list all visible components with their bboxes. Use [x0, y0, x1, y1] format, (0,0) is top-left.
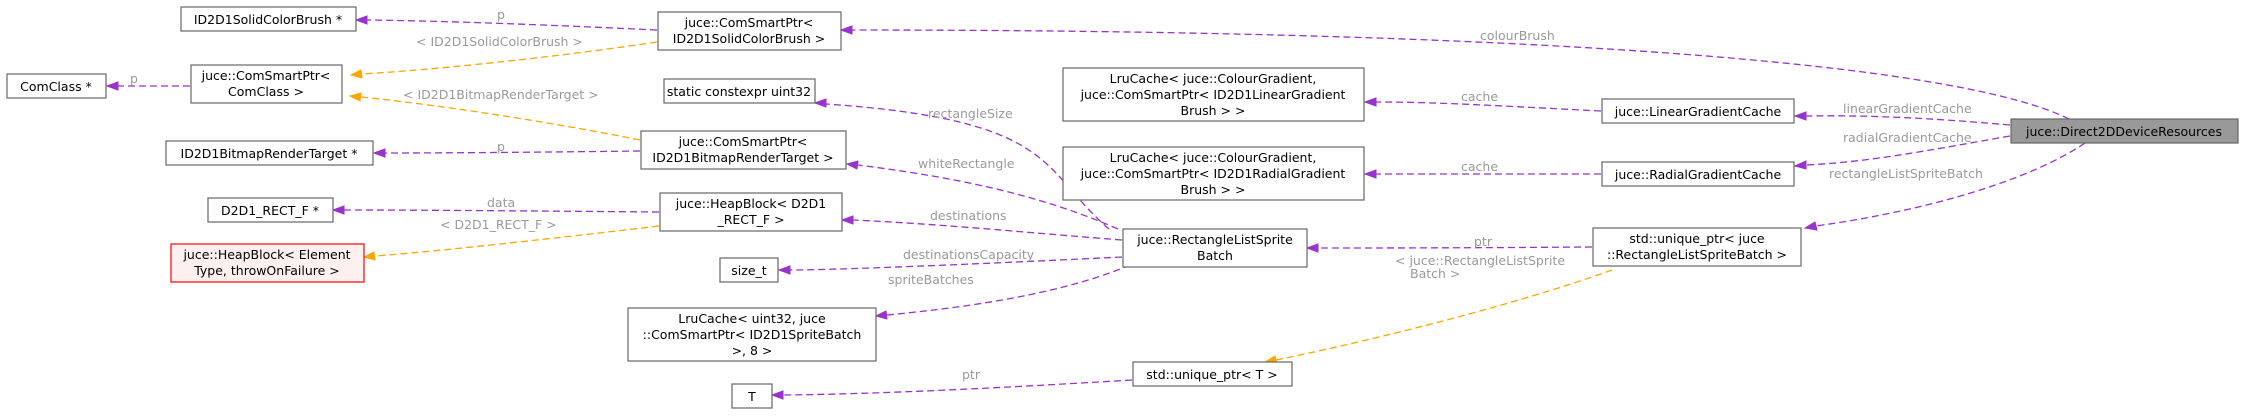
svg-text:LruCache< uint32, juce: LruCache< uint32, juce: [678, 311, 826, 326]
svg-text:size_t: size_t: [731, 263, 766, 278]
svg-text:LruCache< juce::ColourGradient: LruCache< juce::ColourGradient,: [1110, 150, 1317, 165]
edge-ptr-sprite: ptr: [1305, 234, 1593, 253]
svg-text:juce::ComSmartPtr<: juce::ComSmartPtr<: [678, 134, 808, 149]
edge-label-rectangle-size: rectangleSize: [928, 106, 1013, 121]
edge-ptr-t: ptr: [770, 367, 1133, 400]
svg-text:juce::Direct2DDeviceResources: juce::Direct2DDeviceResources: [2025, 124, 2222, 139]
edge-linear-gradient-cache: linearGradientCache: [1793, 101, 2011, 126]
svg-text:ComClass >: ComClass >: [228, 84, 304, 99]
edge-label-destinations-capacity: destinationsCapacity: [903, 247, 1035, 262]
edge-radial-gradient-cache: radialGradientCache: [1793, 130, 2011, 170]
svg-text:static constexpr uint32: static constexpr uint32: [667, 84, 811, 99]
edge-label-cache-linear: cache: [1461, 89, 1498, 104]
svg-text:juce::HeapBlock< Element: juce::HeapBlock< Element: [182, 247, 350, 262]
edge-label-sprite-batches: spriteBatches: [888, 272, 974, 287]
node-id2d1-bitmap-render-target[interactable]: ID2D1BitmapRenderTarget *: [165, 140, 374, 166]
svg-text:std::unique_ptr< juce: std::unique_ptr< juce: [1629, 231, 1765, 246]
svg-text:T: T: [747, 389, 756, 404]
node-size-t[interactable]: size_t: [719, 257, 779, 283]
edge-label-template-solid: < ID2D1SolidColorBrush >: [416, 34, 583, 49]
svg-text:Brush > >: Brush > >: [1181, 182, 1246, 197]
node-direct2d-device-resources[interactable]: juce::Direct2DDeviceResources: [2010, 118, 2239, 144]
edge-sprite-batches: spriteBatches: [874, 264, 1131, 320]
node-lru-radial-gradient[interactable]: LruCache< juce::ColourGradient, juce::Co…: [1062, 146, 1365, 201]
svg-text:Brush > >: Brush > >: [1181, 103, 1246, 118]
svg-text:ID2D1BitmapRenderTarget *: ID2D1BitmapRenderTarget *: [181, 146, 358, 161]
edge-cache-radial: cache: [1363, 159, 1601, 179]
edge-data: data: [331, 195, 660, 215]
edge-colour-brush: colourBrush: [839, 25, 2070, 120]
edge-label-radial-gradient-cache: radialGradientCache: [1843, 130, 1972, 145]
edge-p-solid: p: [354, 7, 658, 31]
edge-label-data: data: [487, 195, 515, 210]
svg-text:_RECT_F >: _RECT_F >: [716, 212, 784, 227]
node-rectangle-list-sprite-batch[interactable]: juce::RectangleListSprite Batch: [1122, 228, 1308, 268]
svg-text:juce::HeapBlock< D2D1: juce::HeapBlock< D2D1: [675, 196, 826, 211]
svg-text:D2D1_RECT_F *: D2D1_RECT_F *: [221, 203, 319, 218]
node-static-constexpr-uint32[interactable]: static constexpr uint32: [663, 78, 816, 104]
edge-rectangle-list-sprite-batch: rectangleListSpriteBatch: [1803, 142, 2086, 231]
svg-text:::ComSmartPtr< ID2D1SpriteBatc: ::ComSmartPtr< ID2D1SpriteBatch: [643, 327, 862, 342]
edge-label-template-rect: < D2D1_RECT_F >: [440, 217, 557, 232]
edge-label-white-rectangle: whiteRectangle: [918, 156, 1015, 171]
node-radial-gradient-cache[interactable]: juce::RadialGradientCache: [1601, 161, 1795, 187]
svg-text:LruCache< juce::ColourGradient: LruCache< juce::ColourGradient,: [1110, 71, 1317, 86]
svg-text:ID2D1SolidColorBrush *: ID2D1SolidColorBrush *: [194, 12, 342, 27]
node-comsmartptr-comclass[interactable]: juce::ComSmartPtr< ComClass >: [190, 64, 343, 104]
edge-label-p-comclass: p: [130, 71, 138, 86]
edge-label-destinations: destinations: [930, 208, 1007, 223]
node-id2d1-solid-color-brush[interactable]: ID2D1SolidColorBrush *: [180, 6, 357, 32]
edge-p-comclass: p: [105, 71, 191, 91]
edge-unique-template: < juce::RectangleListSprite Batch >: [1263, 253, 1613, 365]
svg-text:juce::ComSmartPtr<: juce::ComSmartPtr<: [684, 15, 814, 30]
svg-text:Batch: Batch: [1197, 248, 1233, 263]
node-t[interactable]: T: [731, 383, 773, 409]
svg-text:juce::ComSmartPtr< ID2D1Linear: juce::ComSmartPtr< ID2D1LinearGradient: [1080, 87, 1346, 102]
node-unique-ptr-t[interactable]: std::unique_ptr< T >: [1132, 361, 1293, 387]
svg-text:>, 8 >: >, 8 >: [732, 343, 773, 358]
edge-p-bitmap: p: [372, 139, 641, 158]
svg-text:Type, throwOnFailure >: Type, throwOnFailure >: [193, 263, 340, 278]
edge-label-ptr-sprite: ptr: [1474, 234, 1493, 249]
svg-text:ID2D1BitmapRenderTarget >: ID2D1BitmapRenderTarget >: [652, 150, 833, 165]
edge-label-ptr-t: ptr: [962, 367, 981, 382]
edge-label-linear-gradient-cache: linearGradientCache: [1843, 101, 1972, 116]
node-comsmartptr-bitmap-render-target[interactable]: juce::ComSmartPtr< ID2D1BitmapRenderTarg…: [640, 130, 847, 170]
edge-template-rect: < D2D1_RECT_F >: [362, 217, 660, 261]
edge-label-template-bitmap: < ID2D1BitmapRenderTarget >: [403, 87, 599, 102]
node-heapblock-rect-f[interactable]: juce::HeapBlock< D2D1 _RECT_F >: [659, 192, 843, 232]
svg-text:juce::ComSmartPtr<: juce::ComSmartPtr<: [201, 68, 331, 83]
svg-text:::RectangleListSpriteBatch >: ::RectangleListSpriteBatch >: [1607, 247, 1787, 262]
node-heapblock-generic[interactable]: juce::HeapBlock< Element Type, throwOnFa…: [170, 243, 365, 283]
node-d2d1-rect-f[interactable]: D2D1_RECT_F *: [207, 197, 334, 223]
svg-text:juce::ComSmartPtr< ID2D1Radial: juce::ComSmartPtr< ID2D1RadialGradient: [1080, 166, 1346, 181]
edge-label-p-solid: p: [497, 7, 505, 22]
svg-text:std::unique_ptr< T >: std::unique_ptr< T >: [1146, 367, 1277, 382]
edge-destinations-capacity: destinationsCapacity: [777, 247, 1123, 275]
edge-cache-linear: cache: [1363, 89, 1602, 112]
edge-label-p-bitmap: p: [497, 139, 505, 154]
svg-text:juce::RadialGradientCache: juce::RadialGradientCache: [1614, 167, 1782, 182]
node-comsmartptr-solid-brush[interactable]: juce::ComSmartPtr< ID2D1SolidColorBrush …: [657, 11, 842, 51]
edge-label-unique-template-1: < juce::RectangleListSprite: [1395, 253, 1565, 268]
edge-white-rectangle: whiteRectangle: [845, 156, 1119, 230]
edge-destinations: destinations: [840, 208, 1123, 241]
edge-label-rectangle-list-sprite-batch: rectangleListSpriteBatch: [1829, 166, 1983, 181]
svg-text:ID2D1SolidColorBrush >: ID2D1SolidColorBrush >: [673, 31, 825, 46]
node-comclass[interactable]: ComClass *: [6, 73, 107, 99]
svg-text:juce::RectangleListSprite: juce::RectangleListSprite: [1136, 232, 1293, 247]
edge-rectangle-size: rectangleSize: [813, 98, 1110, 230]
edge-label-cache-radial: cache: [1461, 159, 1498, 174]
node-lru-linear-gradient[interactable]: LruCache< juce::ColourGradient, juce::Co…: [1062, 67, 1365, 122]
node-lru-sprite-batch[interactable]: LruCache< uint32, juce ::ComSmartPtr< ID…: [627, 307, 877, 362]
svg-text:juce::LinearGradientCache: juce::LinearGradientCache: [1614, 104, 1782, 119]
edge-template-solid: < ID2D1SolidColorBrush >: [349, 34, 658, 79]
edge-template-bitmap: < ID2D1BitmapRenderTarget >: [348, 87, 641, 141]
node-linear-gradient-cache[interactable]: juce::LinearGradientCache: [1601, 98, 1795, 124]
edge-label-colour-brush: colourBrush: [1480, 28, 1555, 43]
edge-label-unique-template-2: Batch >: [1410, 266, 1460, 281]
svg-text:ComClass *: ComClass *: [20, 79, 92, 94]
node-unique-ptr-sprite-batch[interactable]: std::unique_ptr< juce ::RectangleListSpr…: [1592, 227, 1802, 267]
